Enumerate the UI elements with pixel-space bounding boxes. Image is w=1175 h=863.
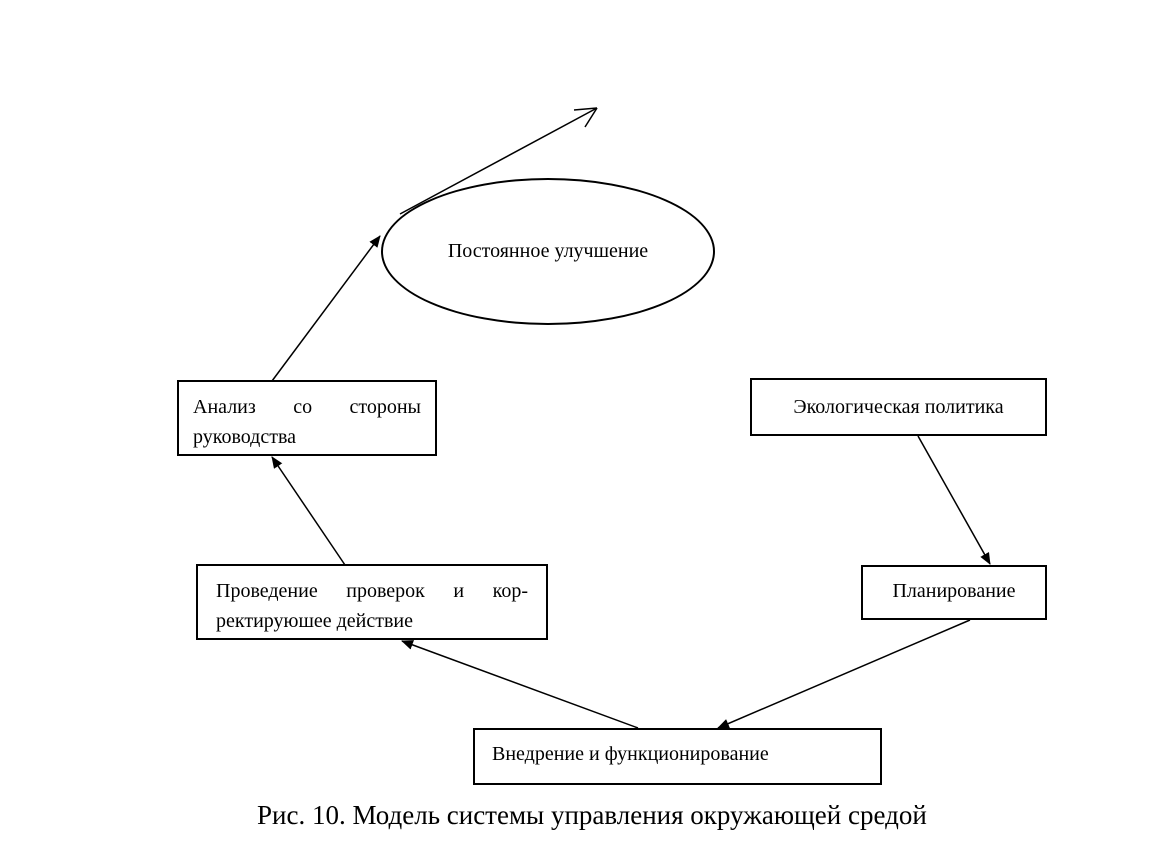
arrow-improvement-outward — [399, 107, 598, 215]
node-implementation-label: Внедрение и функционирование — [492, 743, 769, 765]
node-checking-line2: ректируюшее действие — [216, 610, 414, 632]
node-management-review: Анализ со стороны руководства — [177, 380, 437, 456]
node-checking-line1: Проведение проверок и кор- — [216, 580, 528, 602]
node-implementation: Внедрение и функционирование — [473, 728, 882, 785]
node-checking: Проведение проверок и кор- ректируюшее д… — [196, 564, 548, 640]
node-management-review-line1: Анализ со стороны — [193, 396, 421, 418]
node-planning: Планирование — [861, 565, 1047, 620]
node-continuous-improvement-label: Постоянное улучшение — [447, 240, 649, 262]
arrow-planning-to-implementation — [717, 619, 971, 729]
arrow-checking-to-review — [271, 456, 346, 566]
node-environmental-policy-label: Экологическая политика — [793, 396, 1004, 418]
node-continuous-improvement: Постоянное улучшение — [381, 178, 715, 325]
arrow-policy-to-planning — [917, 435, 991, 565]
node-environmental-policy: Экологическая политика — [750, 378, 1047, 436]
figure-caption: Рис. 10. Модель системы управления окруж… — [257, 800, 927, 830]
node-management-review-line2: руководства — [193, 426, 297, 448]
node-planning-label: Планирование — [892, 580, 1016, 602]
arrow-review-to-improvement — [271, 235, 381, 382]
arrow-implementation-to-checking — [401, 640, 639, 729]
